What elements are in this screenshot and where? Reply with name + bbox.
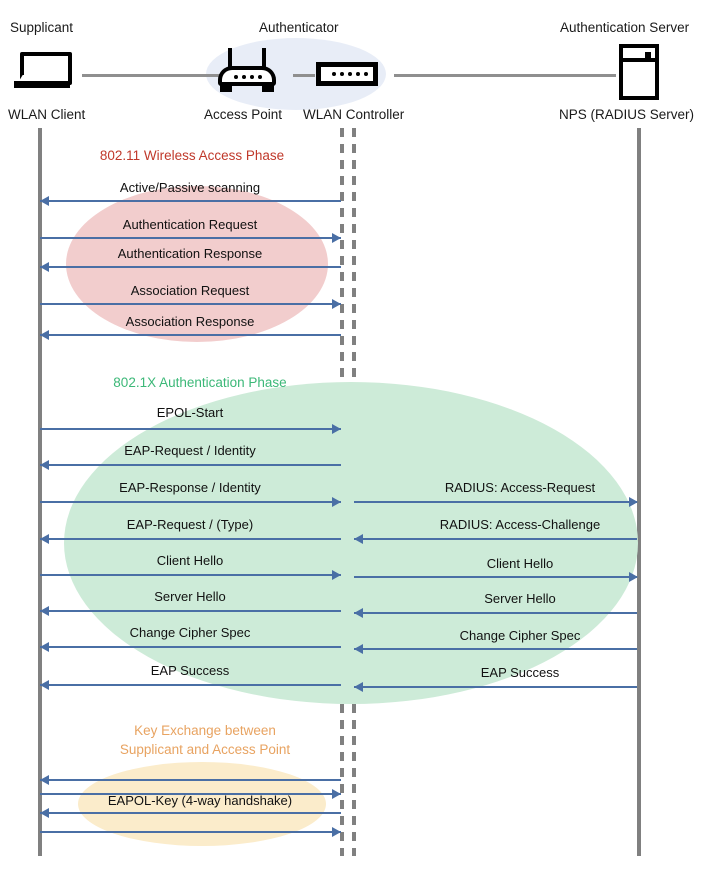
message-label: Association Response bbox=[125, 314, 255, 329]
message-label-right: RADIUS: Access-Challenge bbox=[439, 517, 601, 532]
arrow-head-left-icon bbox=[40, 680, 49, 690]
message-label: Authentication Response bbox=[117, 246, 263, 261]
arrow-head-left-icon bbox=[354, 682, 363, 692]
laptop-icon bbox=[14, 52, 72, 90]
message-line-right bbox=[354, 686, 637, 688]
message-line-right bbox=[354, 576, 637, 578]
phase-label-key-exchange-line2: Supplicant and Access Point bbox=[119, 742, 291, 757]
message-line bbox=[40, 793, 341, 795]
message-line bbox=[40, 684, 341, 686]
wire-controller-to-server bbox=[394, 74, 616, 77]
message-line bbox=[40, 831, 341, 833]
message-line bbox=[40, 574, 341, 576]
message-label: Association Request bbox=[130, 283, 250, 298]
arrow-head-right-icon bbox=[629, 572, 638, 582]
message-label: EAP Success bbox=[150, 663, 230, 678]
arrow-head-right-icon bbox=[629, 497, 638, 507]
arrow-head-right-icon bbox=[332, 233, 341, 243]
actor-device-wlan-controller: WLAN Controller bbox=[303, 107, 405, 122]
message-label: EPOL-Start bbox=[156, 405, 224, 420]
message-line bbox=[40, 237, 341, 239]
arrow-head-left-icon bbox=[40, 808, 49, 818]
actor-role-authentication-server: Authentication Server bbox=[560, 20, 690, 35]
message-line-right bbox=[354, 501, 637, 503]
lifeline-radius-server bbox=[637, 128, 641, 856]
actor-device-nps-radius-server: NPS (RADIUS Server) bbox=[559, 107, 695, 122]
message-label-right: Client Hello bbox=[486, 556, 554, 571]
message-line bbox=[40, 538, 341, 540]
wlan-controller-icon bbox=[316, 62, 378, 86]
actor-role-authenticator: Authenticator bbox=[259, 20, 339, 35]
arrow-head-left-icon bbox=[354, 608, 363, 618]
message-label: EAP-Request / (Type) bbox=[126, 517, 254, 532]
phase-blob-wireless-access bbox=[66, 186, 328, 342]
message-line-right bbox=[354, 538, 637, 540]
arrow-head-left-icon bbox=[354, 534, 363, 544]
arrow-head-right-icon bbox=[332, 299, 341, 309]
arrow-head-left-icon bbox=[354, 644, 363, 654]
message-line bbox=[40, 334, 341, 336]
message-line-right bbox=[354, 648, 637, 650]
arrow-head-right-icon bbox=[332, 827, 341, 837]
message-label: Client Hello bbox=[156, 553, 224, 568]
message-label-right: Server Hello bbox=[484, 591, 556, 606]
phase-label-wireless-access: 802.11 Wireless Access Phase bbox=[99, 148, 285, 163]
access-point-icon bbox=[218, 48, 276, 92]
actor-device-wlan-client: WLAN Client bbox=[8, 107, 86, 122]
message-label-right: EAP Success bbox=[480, 665, 560, 680]
arrow-head-left-icon bbox=[40, 642, 49, 652]
message-label: EAP-Request / Identity bbox=[124, 443, 256, 458]
arrow-head-left-icon bbox=[40, 330, 49, 340]
message-line bbox=[40, 266, 341, 268]
server-icon bbox=[619, 44, 659, 100]
message-line-right bbox=[354, 612, 637, 614]
message-line bbox=[40, 303, 341, 305]
message-line bbox=[40, 464, 341, 466]
message-label: EAP-Response / Identity bbox=[119, 480, 261, 495]
message-label: Authentication Request bbox=[122, 217, 258, 232]
wire-ap-to-controller bbox=[293, 74, 315, 77]
message-line bbox=[40, 646, 341, 648]
actor-device-access-point: Access Point bbox=[204, 107, 283, 122]
arrow-head-left-icon bbox=[40, 196, 49, 206]
phase-label-key-exchange-line1: Key Exchange between bbox=[134, 723, 276, 738]
message-line bbox=[40, 428, 341, 430]
phase-label-dot1x-authentication: 802.1X Authentication Phase bbox=[113, 375, 287, 390]
message-label-eapol-key: EAPOL-Key (4-way handshake) bbox=[107, 793, 293, 808]
arrow-head-left-icon bbox=[40, 262, 49, 272]
lifeline-supplicant bbox=[38, 128, 42, 856]
arrow-head-right-icon bbox=[332, 497, 341, 507]
arrow-head-left-icon bbox=[40, 534, 49, 544]
message-label-right: RADIUS: Access-Request bbox=[444, 480, 596, 495]
message-label: Change Cipher Spec bbox=[129, 625, 251, 640]
message-line bbox=[40, 779, 341, 781]
actor-role-supplicant: Supplicant bbox=[10, 20, 74, 35]
message-line bbox=[40, 610, 341, 612]
message-label-right: Change Cipher Spec bbox=[459, 628, 581, 643]
arrow-head-left-icon bbox=[40, 606, 49, 616]
arrow-head-right-icon bbox=[332, 570, 341, 580]
arrow-head-left-icon bbox=[40, 775, 49, 785]
arrow-head-right-icon bbox=[332, 424, 341, 434]
phase-blob-dot1x-authentication bbox=[64, 382, 638, 704]
message-line bbox=[40, 812, 341, 814]
message-line bbox=[40, 501, 341, 503]
message-label: Server Hello bbox=[154, 589, 226, 604]
message-label: Active/Passive scanning bbox=[119, 180, 261, 195]
message-line bbox=[40, 200, 341, 202]
arrow-head-right-icon bbox=[332, 789, 341, 799]
arrow-head-left-icon bbox=[40, 460, 49, 470]
wire-client-to-ap bbox=[82, 74, 222, 77]
